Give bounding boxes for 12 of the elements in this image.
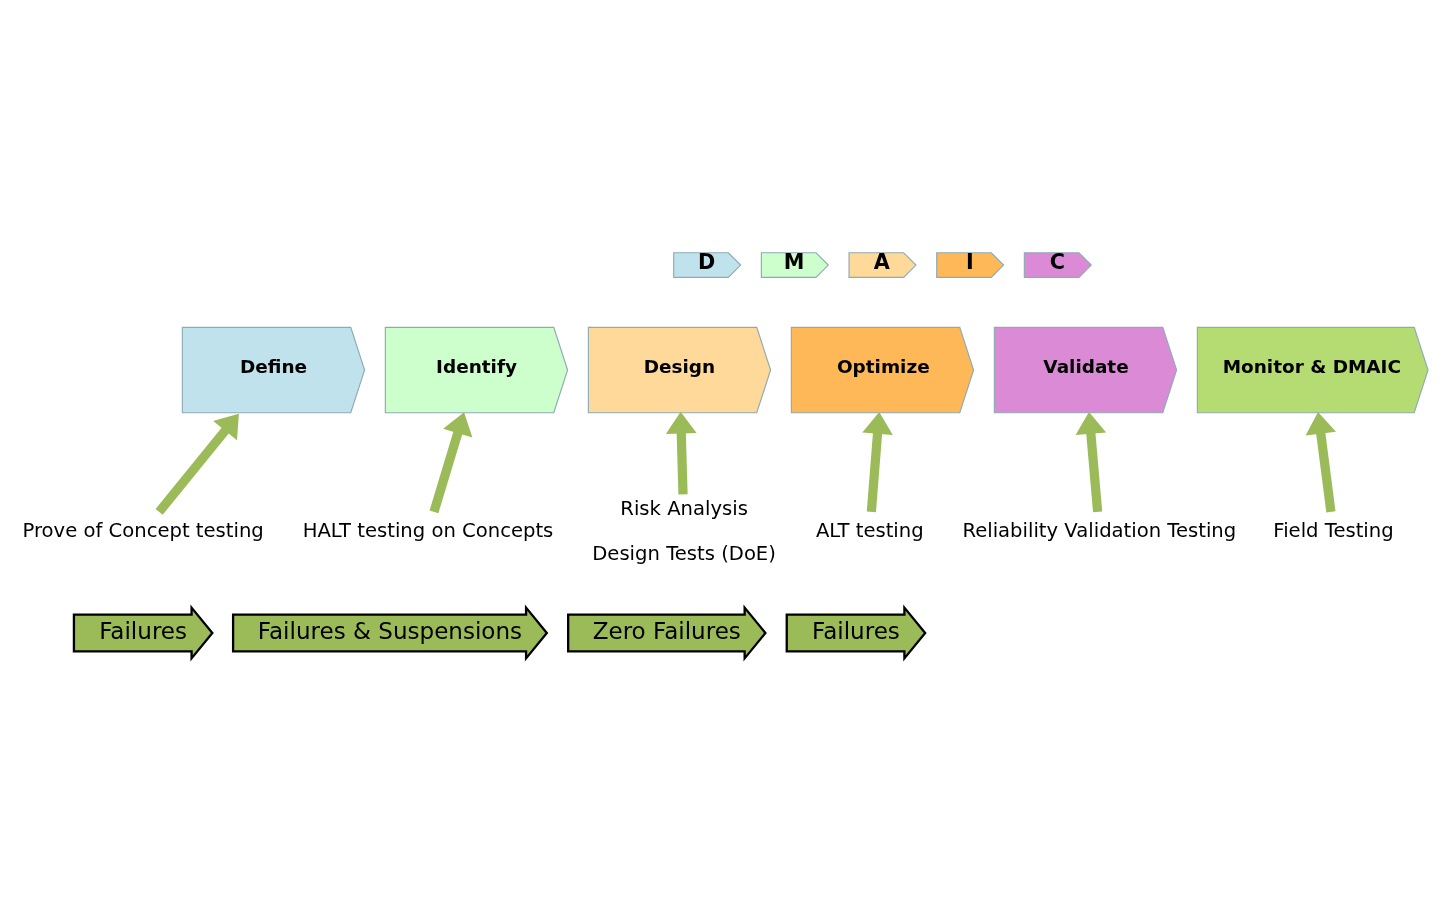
node-text: Field Testing bbox=[1273, 518, 1394, 542]
arrow bbox=[429, 411, 473, 513]
node-text: Risk Analysis Design Tests (DoE) bbox=[592, 496, 776, 565]
node-text: HALT testing on Concepts bbox=[302, 518, 554, 542]
arrow bbox=[155, 413, 239, 515]
arrow bbox=[1075, 411, 1107, 512]
node-text: Reliability Validation Testing bbox=[962, 518, 1237, 542]
node-text: Prove of Concept testing bbox=[22, 518, 264, 542]
arrow bbox=[862, 411, 893, 512]
arrow bbox=[1305, 411, 1336, 512]
node-text: ALT testing bbox=[815, 518, 924, 542]
arrow bbox=[665, 411, 697, 494]
